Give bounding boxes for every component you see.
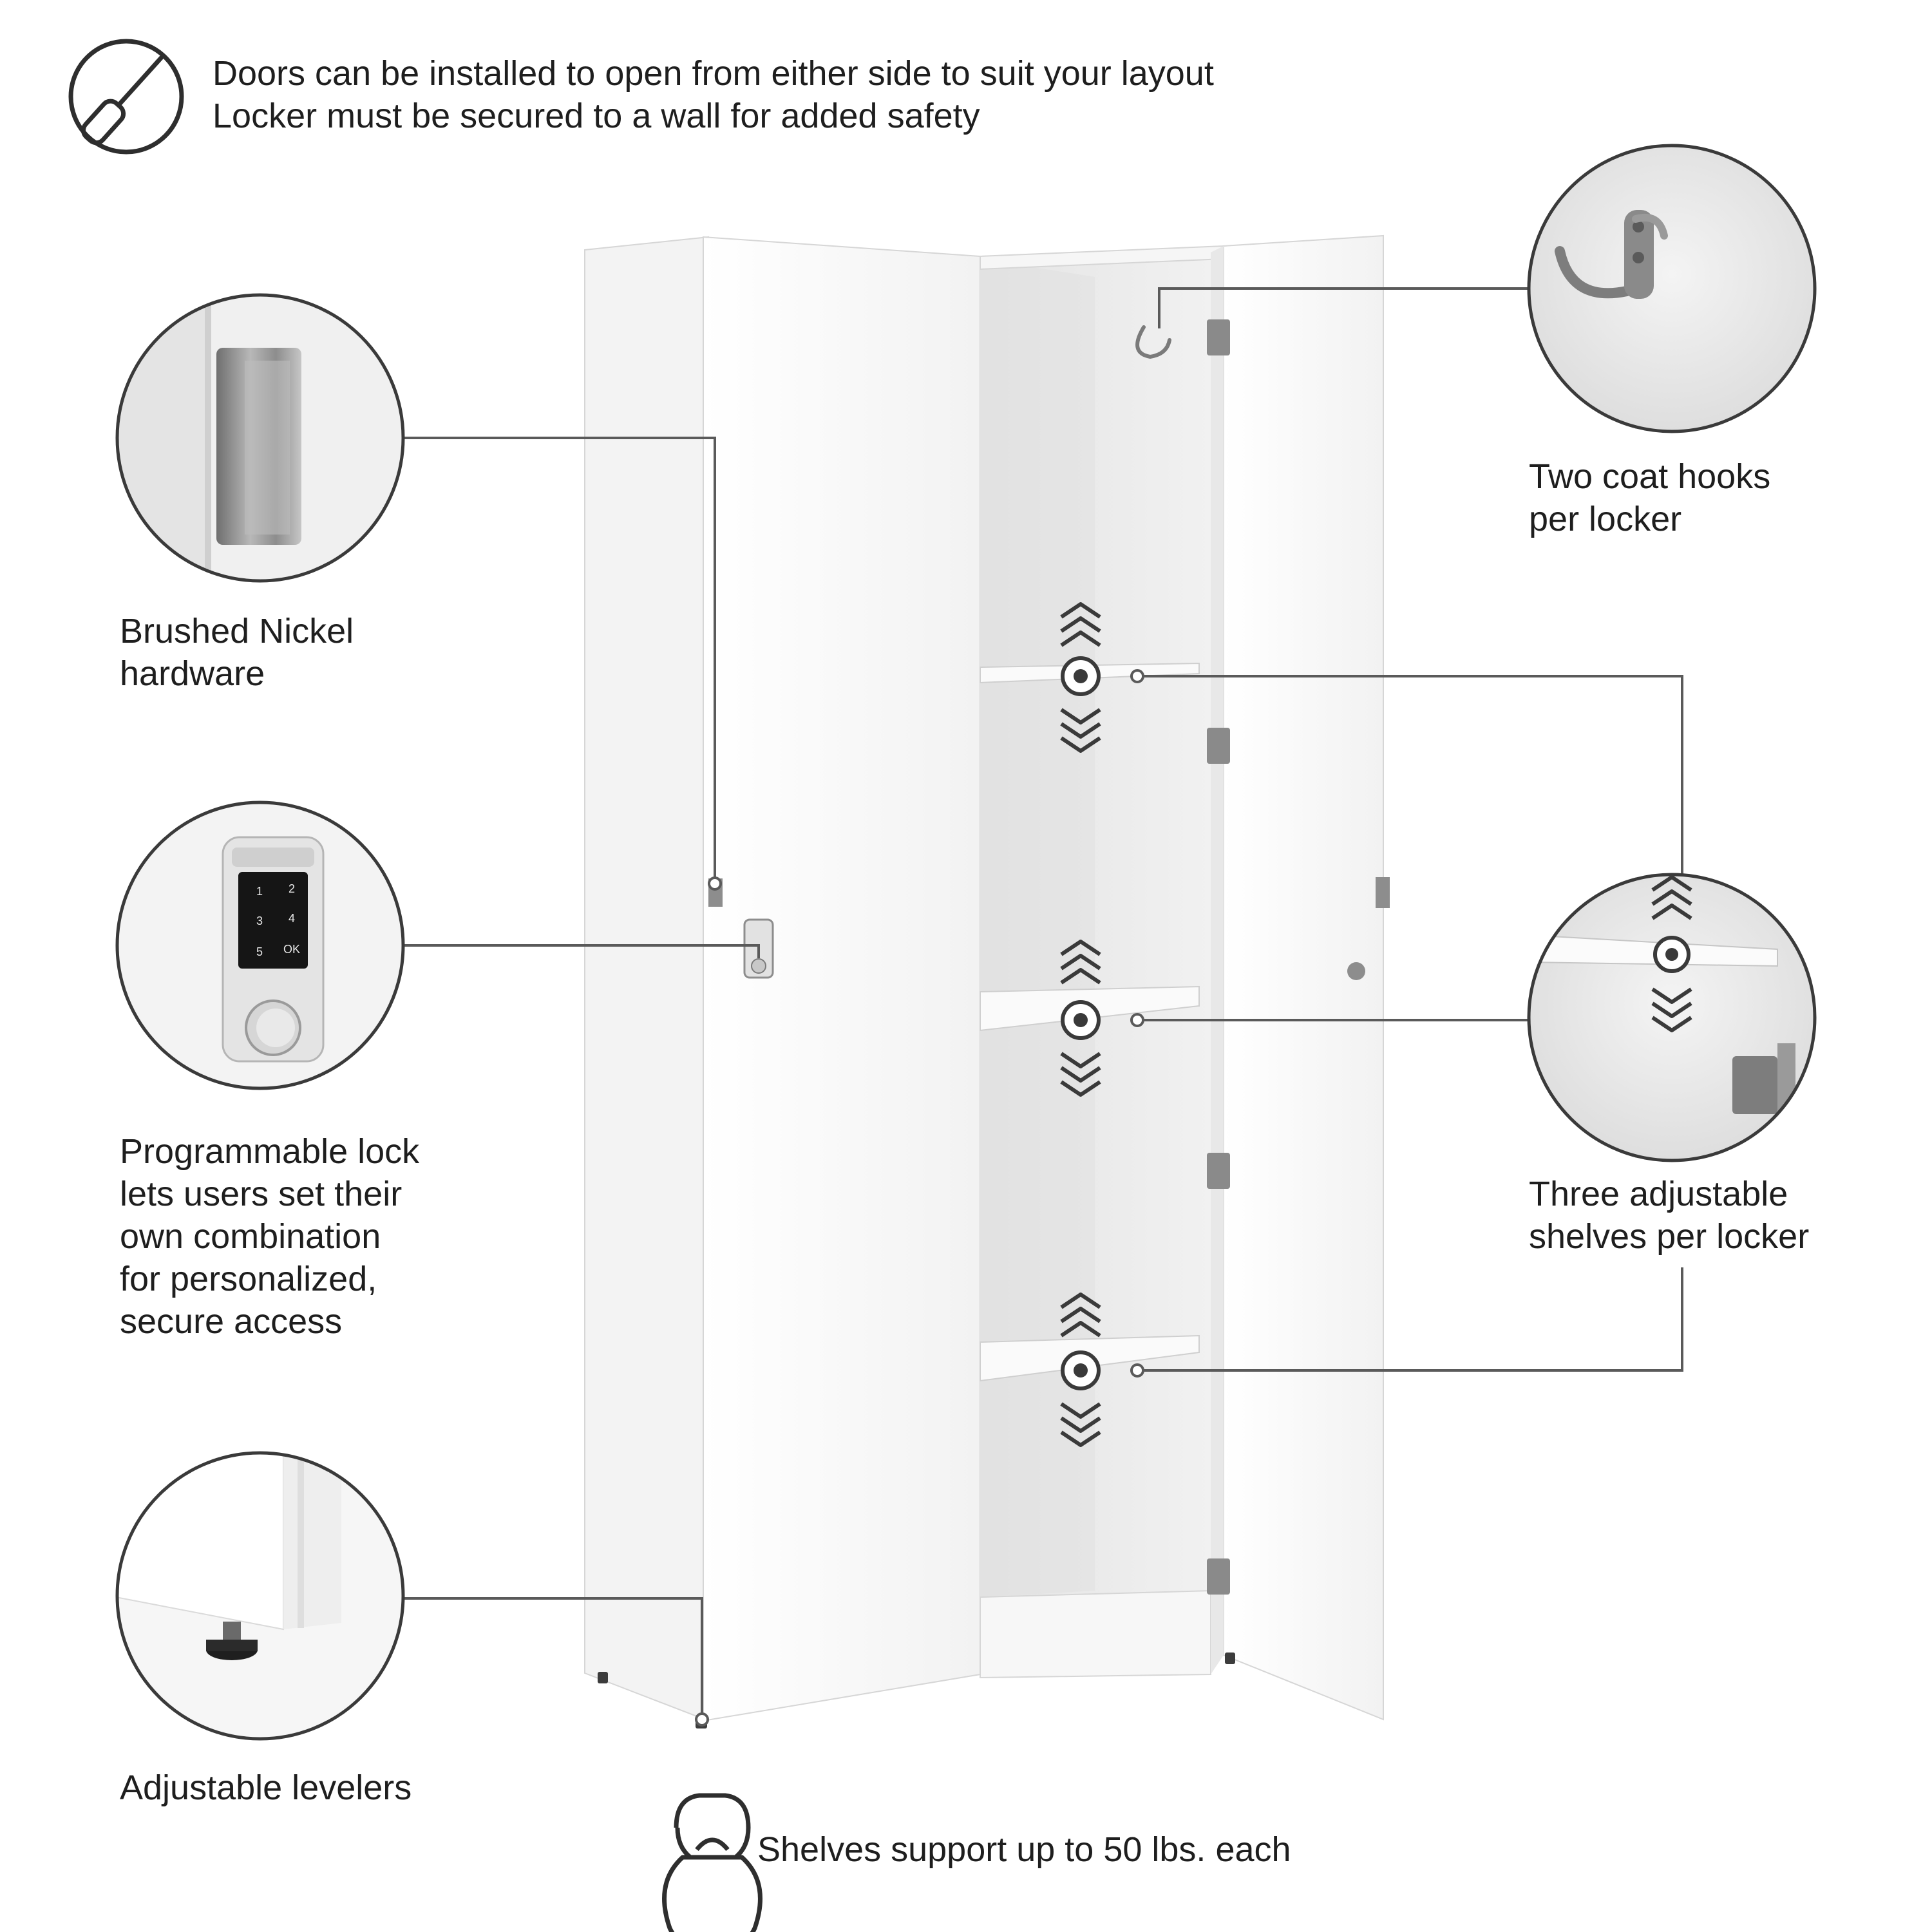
footer-note: Shelves support up to 50 lbs. each	[662, 1793, 1291, 1932]
zoom-hardware	[115, 293, 405, 583]
callout-hardware	[403, 437, 716, 880]
left-door	[703, 236, 981, 1722]
lock-line-2: lets users set their	[120, 1175, 402, 1213]
header-line-1: Doors can be installed to open from eith…	[213, 54, 1214, 93]
coat-hook	[1135, 325, 1171, 359]
callout-shelf-3	[1137, 1267, 1683, 1372]
locker-cabinet	[584, 234, 1390, 1728]
callout-hooks	[1158, 287, 1529, 328]
lock-line-1: Programmable lock	[120, 1132, 420, 1171]
shelves-line-2: shelves per locker	[1529, 1217, 1809, 1256]
hinge-1	[1207, 319, 1230, 355]
shelf-adjust-marker-3	[1060, 1293, 1101, 1447]
hinge-4	[1207, 1558, 1230, 1595]
kettlebell-icon	[662, 1793, 762, 1932]
door-strike	[1347, 962, 1365, 980]
shelf-adjust-marker-2	[1060, 940, 1101, 1097]
label-hooks: Two coat hooks per locker	[1529, 457, 1770, 538]
header-line-2: Locker must be secured to a wall for add…	[213, 97, 980, 135]
cabinet-side-panel	[584, 236, 709, 1722]
callout-levelers	[403, 1597, 703, 1717]
hinge-3	[1207, 1153, 1230, 1189]
leveler-foot	[1225, 1653, 1235, 1664]
callout-lines	[403, 287, 1683, 1727]
key-1: 1	[256, 885, 263, 898]
zoom-shelves	[1527, 873, 1817, 1162]
header-note: Doors can be installed to open from eith…	[68, 39, 1214, 155]
shelves-line-1: Three adjustable	[1529, 1175, 1788, 1213]
lock-line-5: secure access	[120, 1302, 342, 1341]
key-ok: OK	[283, 943, 300, 956]
hardware-line-2: hardware	[120, 654, 265, 693]
callout-shelf-1	[1137, 675, 1683, 875]
screwdriver-icon	[68, 39, 184, 155]
cabinet-bottom	[980, 1589, 1211, 1679]
weight-note: Shelves support up to 50 lbs. each	[757, 1830, 1291, 1869]
key-3: 3	[256, 914, 263, 927]
shelf-adjust-marker-1	[1060, 602, 1101, 753]
label-hardware: Brushed Nickel hardware	[120, 612, 354, 693]
label-lock: Programmable lock lets users set their o…	[120, 1132, 420, 1341]
hooks-line-2: per locker	[1529, 500, 1681, 538]
zoom-lock: 1 2 3 4 5 OK	[115, 800, 405, 1090]
key-5: 5	[256, 945, 263, 958]
label-shelves: Three adjustable shelves per locker	[1529, 1175, 1809, 1256]
hinge-zoom	[1732, 1056, 1777, 1114]
zoom-hooks	[1527, 144, 1817, 433]
label-levelers: Adjustable levelers	[120, 1768, 412, 1807]
hooks-line-1: Two coat hooks	[1529, 457, 1770, 496]
key-2: 2	[289, 882, 295, 895]
zoom-levelers	[115, 1451, 405, 1741]
lock-line-4: for personalized,	[120, 1260, 377, 1298]
interior-side-wall	[980, 259, 1095, 1597]
right-door-handle	[1376, 877, 1390, 908]
levelers-line-1: Adjustable levelers	[120, 1768, 412, 1807]
hardware-line-1: Brushed Nickel	[120, 612, 354, 650]
keypad-screen	[238, 872, 308, 969]
callout-lock	[403, 944, 760, 958]
lock-line-3: own combination	[120, 1217, 381, 1256]
coat-hook-zoom	[1555, 246, 1632, 299]
hinge-2	[1207, 728, 1230, 764]
key-4: 4	[289, 912, 295, 925]
leveler-foot	[598, 1672, 608, 1683]
